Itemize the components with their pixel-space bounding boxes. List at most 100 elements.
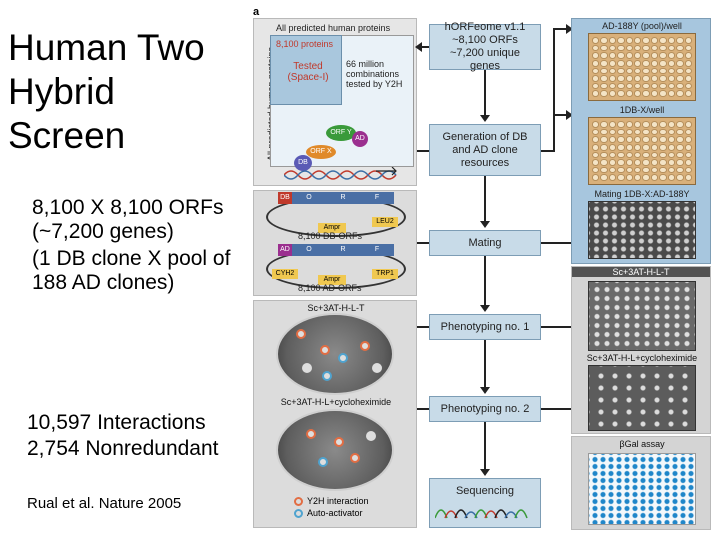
plate-well — [608, 159, 617, 166]
plasmid-panel: DB O R F Ampr LEU2 8,100 DB-ORFs AD O R … — [253, 190, 417, 296]
plate-well — [642, 82, 650, 90]
legend-auto: Auto-activator — [294, 507, 369, 519]
plate-well — [608, 128, 617, 136]
mating-box: Mating — [429, 230, 541, 256]
colony — [302, 363, 312, 373]
plate-well — [634, 159, 642, 166]
y2h-colony — [334, 437, 344, 447]
plate-well — [634, 67, 642, 75]
plate-well — [592, 75, 600, 82]
interactions-count: 10,597 Interactions — [27, 411, 206, 434]
generation-box: Generation of DB and AD clone resources — [429, 124, 541, 176]
plate-well — [676, 151, 684, 159]
plate-well — [676, 128, 684, 136]
plate-well — [625, 67, 634, 75]
ad-orf-segment-f: F — [360, 244, 394, 256]
plate-well — [608, 44, 617, 52]
arrow-to-ad-plate — [553, 24, 573, 34]
plate-well — [617, 159, 625, 166]
plate-well — [608, 90, 617, 97]
plate-well — [592, 151, 600, 159]
plate-well — [617, 136, 625, 143]
plate-well — [642, 128, 650, 136]
plate-well — [608, 75, 617, 82]
ad-orf-segment-o: O — [292, 244, 326, 256]
plate-well — [617, 90, 625, 97]
title-line-3: Screen — [8, 115, 126, 156]
plate-well — [676, 159, 684, 166]
plate-well — [642, 67, 650, 75]
arrow-to-space-panel — [415, 42, 429, 52]
plate-well — [600, 159, 608, 166]
plate-well — [600, 143, 608, 151]
plate-well — [667, 166, 676, 174]
plate-well — [667, 44, 676, 52]
plate-well — [667, 37, 676, 44]
plate-well — [650, 121, 659, 128]
arrow-pheno2-to-sequencing — [480, 422, 490, 476]
plate-well — [625, 166, 634, 174]
plate-well — [659, 75, 667, 82]
plate-well — [634, 82, 642, 90]
plate-well — [650, 59, 659, 67]
bgal-filter — [588, 453, 696, 525]
plate-well — [592, 159, 600, 166]
colony — [366, 431, 376, 441]
plate-well — [642, 159, 650, 166]
plate-well — [642, 121, 650, 128]
plate-well — [642, 136, 650, 143]
plate-well — [600, 67, 608, 75]
plate-well — [650, 128, 659, 136]
plate-well — [617, 59, 625, 67]
ad-orf-count: 8,100 AD-ORFs — [298, 283, 362, 293]
auto-ring-icon — [294, 509, 303, 519]
chromatogram-icon — [435, 509, 528, 519]
y2h-colony — [296, 329, 306, 339]
plate-well — [642, 151, 650, 159]
plate-well — [592, 121, 600, 128]
plate-well — [608, 37, 617, 44]
plate-well — [625, 37, 634, 44]
sequencing-box: Sequencing — [429, 478, 541, 528]
connector-right-spine — [553, 28, 555, 152]
plate-well — [625, 75, 634, 82]
auto-activator-colony — [338, 353, 348, 363]
right-sc-plate — [588, 281, 696, 351]
plate-well — [617, 67, 625, 75]
plate-well — [650, 174, 659, 181]
plate-well — [634, 44, 642, 52]
space-panel: All predicted human proteins All predict… — [253, 18, 417, 186]
phenotyping-1-box: Phenotyping no. 1 — [429, 314, 541, 340]
db-plate-label: 1DB-X/well — [619, 105, 665, 115]
legend-auto-label: Auto-activator — [307, 508, 363, 518]
plate-well — [676, 174, 684, 181]
plate-well — [676, 44, 684, 52]
plate-well — [650, 166, 659, 174]
plate-well — [592, 52, 600, 59]
ad-trp1-marker: TRP1 — [372, 269, 398, 279]
plate-well — [676, 37, 684, 44]
plate-well — [608, 52, 617, 59]
plate-well — [667, 128, 676, 136]
plate-well — [659, 159, 667, 166]
y2h-colony — [306, 429, 316, 439]
plate-well — [650, 37, 659, 44]
plate-well — [600, 82, 608, 90]
y2h-ring-icon — [294, 497, 303, 507]
plate-well — [667, 121, 676, 128]
plate-well — [642, 75, 650, 82]
tested-region — [270, 35, 342, 105]
plate-well — [634, 52, 642, 59]
left-plates-panel: Sc+3AT-H-L-T Sc+3AT-H-L+cycloheximide Y2… — [253, 300, 417, 528]
combinations-text: 66 million combinations tested by Y2H — [346, 59, 403, 89]
plate-well — [592, 82, 600, 90]
plate-well — [592, 67, 600, 75]
screen-description: 8,100 X 8,100 ORFs (~7,200 genes) (1 DB … — [32, 196, 232, 298]
plate-well — [684, 128, 692, 136]
plate-well — [625, 159, 634, 166]
arrow-horfeome-to-generation — [480, 70, 490, 122]
plate-well — [592, 143, 600, 151]
plate-well — [625, 59, 634, 67]
plate-well — [650, 82, 659, 90]
plate-well — [634, 90, 642, 97]
